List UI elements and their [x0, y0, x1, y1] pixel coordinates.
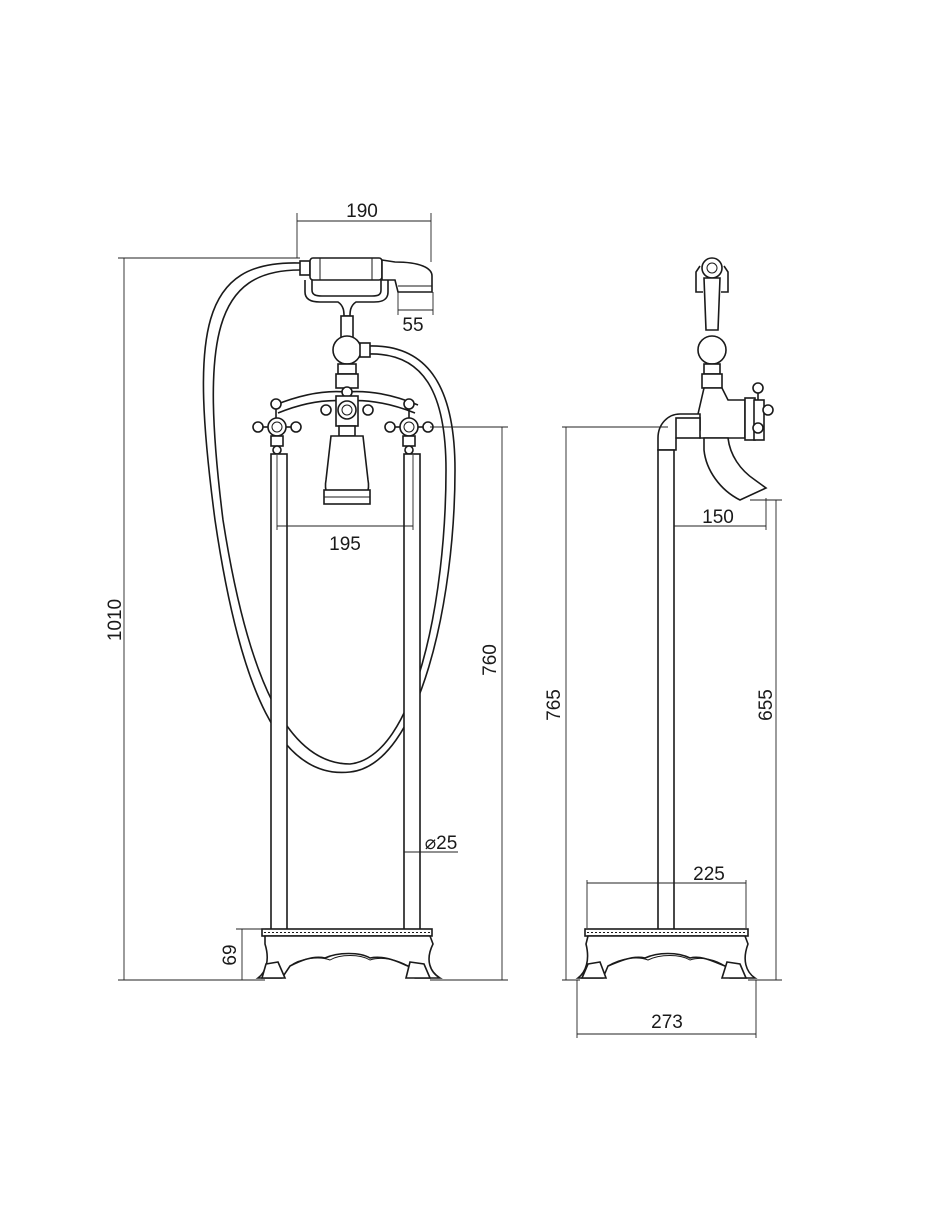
front-spout	[323, 425, 371, 505]
dim-base-height: 69	[220, 944, 241, 965]
dim-handle-spacing: 195	[329, 534, 361, 555]
front-base	[255, 928, 443, 979]
dim-spout-reach: 150	[702, 507, 734, 528]
right-cross-handle	[384, 398, 434, 455]
shower-hose	[202, 262, 456, 774]
dim-spout-height: 760	[480, 644, 501, 676]
dim-base-bottom-width: 273	[651, 1012, 683, 1033]
side-dimensions	[562, 426, 782, 1038]
dim-total-height: 1010	[105, 599, 126, 641]
front-dimensions	[118, 213, 508, 981]
side-base	[575, 928, 758, 979]
center-stem	[332, 315, 371, 389]
front-view: 190 55 195 1010 760 ⌀25 69	[105, 201, 508, 981]
dim-pipe-diameter: ⌀25	[425, 833, 458, 854]
dim-outlet-height: 765	[544, 689, 565, 721]
center-cross-handle	[320, 386, 374, 427]
side-view: 150 765 655 225 273	[544, 257, 782, 1038]
side-leg	[657, 449, 675, 933]
dim-base-top-width: 225	[693, 864, 725, 885]
side-body	[657, 382, 774, 501]
dim-handset-width: 190	[346, 201, 378, 222]
dim-shower-head-depth: 55	[402, 315, 423, 336]
handset	[299, 257, 433, 317]
dim-spout-outlet-height: 655	[756, 689, 777, 721]
left-cross-handle	[252, 398, 302, 455]
side-cradle	[695, 257, 729, 389]
